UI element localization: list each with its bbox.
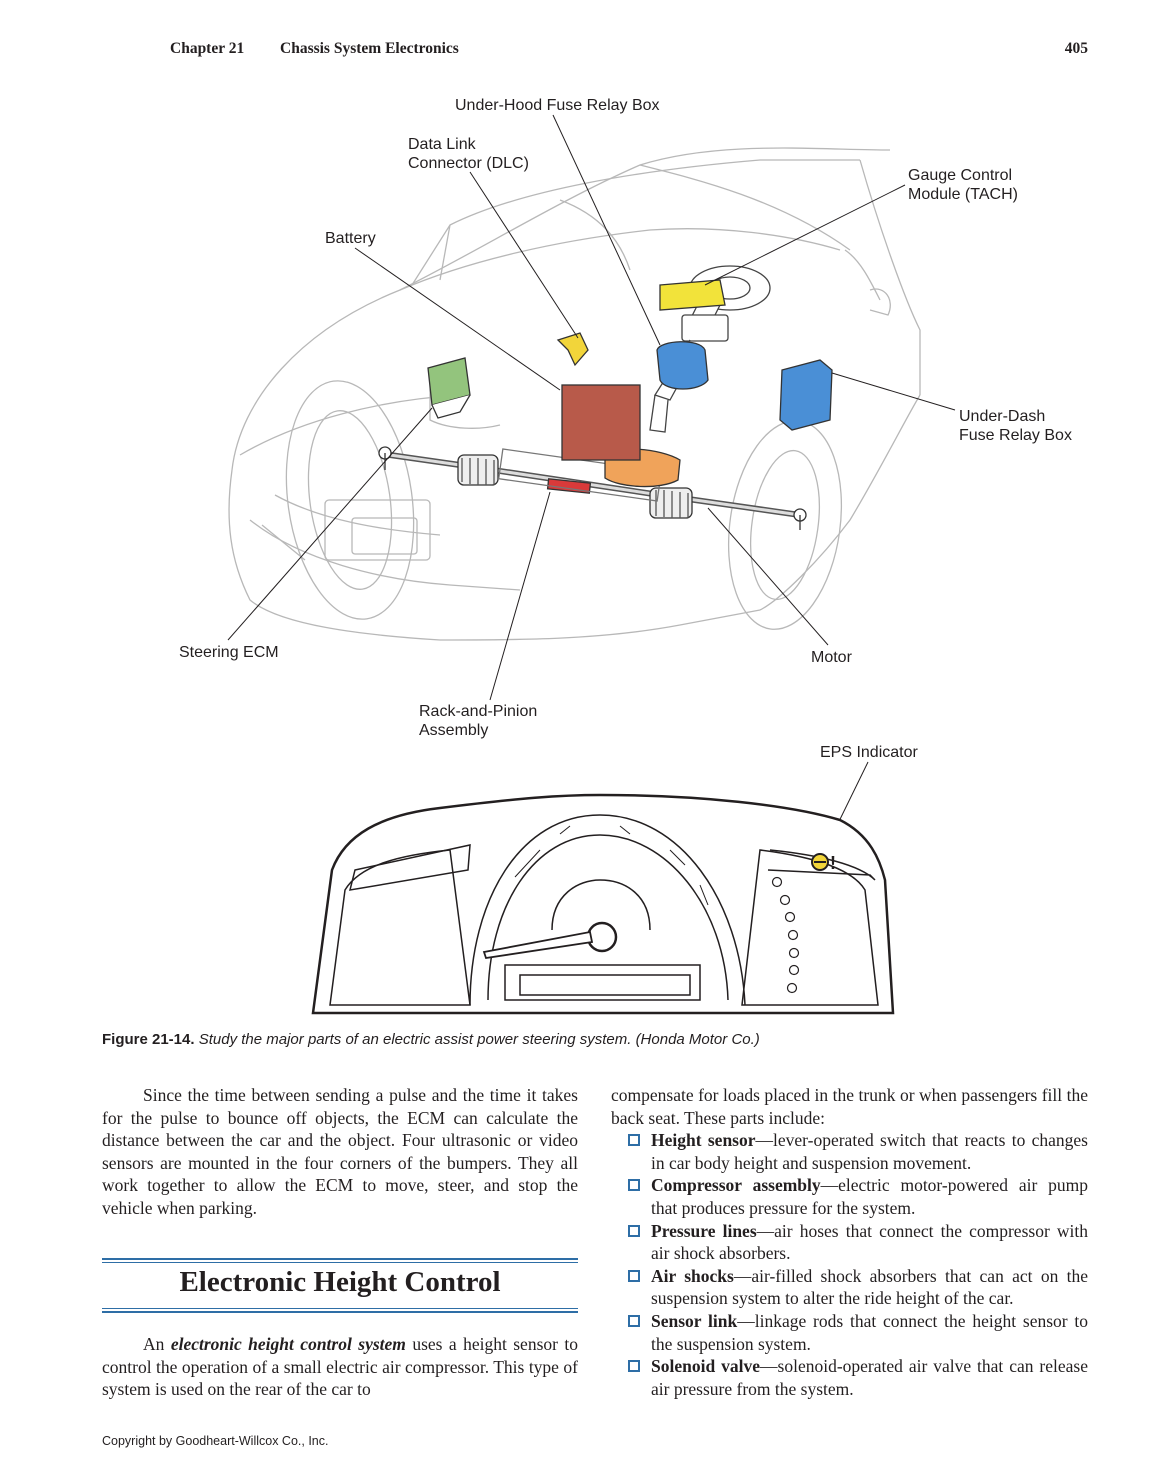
label-under-dash-line1: Under-Dash	[959, 408, 1045, 425]
under-hood-fuse-box	[656, 341, 709, 390]
eps-indicator-icon: !	[811, 853, 836, 873]
item-term: Compressor assembly	[651, 1175, 821, 1196]
label-rack-line1: Rack-and-Pinion	[419, 703, 537, 720]
left-column: Since the time between sending a pulse a…	[102, 1084, 578, 1220]
gauge-control-module	[659, 279, 726, 311]
copyright-footer: Copyright by Goodheart-Willcox Co., Inc.	[102, 1434, 329, 1448]
item-term: Air shocks	[651, 1265, 734, 1286]
warning-lamps	[771, 876, 800, 994]
eps-system-figure: Under-Hood Fuse Relay Box Data Link Conn…	[179, 97, 1072, 1015]
chapter-number: Chapter 21	[170, 40, 245, 57]
label-gauge-line1: Gauge Control	[908, 167, 1012, 184]
caption-label: Figure 21-14.	[102, 1031, 195, 1048]
leader-lines	[227, 114, 956, 851]
label-dlc-line2: Connector (DLC)	[408, 155, 529, 172]
caption-text: Study the major parts of an electric ass…	[198, 1031, 760, 1048]
checkbox-bullet-icon	[628, 1360, 640, 1373]
label-motor: Motor	[811, 649, 853, 666]
instrument-cluster	[311, 793, 895, 1015]
paragraph-height-control: An electronic height control system uses…	[102, 1333, 578, 1401]
checkbox-bullet-icon	[628, 1269, 640, 1282]
item-desc: —solenoid-operated air valve that can re…	[651, 1356, 1088, 1399]
item-desc: —lever-operated switch that reacts to ch…	[651, 1130, 1088, 1173]
paragraph-parts-intro: compensate for loads placed in the trunk…	[611, 1085, 1088, 1128]
page-number: 405	[1064, 40, 1088, 57]
item-desc: —air-filled shock absorbers that can act…	[651, 1265, 1088, 1309]
steering-ecm-module	[427, 357, 471, 419]
item-term: Sensor link	[651, 1310, 738, 1331]
list-item: Pressure lines—air hoses that connect th…	[611, 1220, 1088, 1265]
checkbox-bullet-icon	[628, 1179, 640, 1192]
label-rack-line2: Assembly	[419, 722, 488, 739]
item-desc: —air hoses that connect the compressor w…	[651, 1220, 1089, 1264]
list-item: Height sensor—lever-operated switch that…	[611, 1129, 1088, 1174]
car-outline	[228, 147, 921, 641]
section-heading: Electronic Height Control	[179, 1266, 501, 1298]
label-eps-indicator: EPS Indicator	[820, 744, 919, 761]
list-item: Air shocks—air-filled shock absorbers th…	[611, 1265, 1088, 1310]
key-term-height-control: electronic height control system	[170, 1334, 406, 1354]
label-dlc-line1: Data Link	[408, 136, 477, 153]
label-steering-ecm: Steering ECM	[179, 644, 279, 661]
chapter-title: Chassis System Electronics	[280, 40, 459, 57]
rack-and-pinion	[378, 446, 807, 530]
list-item: Compressor assembly—electric motor-power…	[611, 1174, 1088, 1219]
section-heading-block: Electronic Height Control	[102, 1258, 578, 1314]
list-item: Solenoid valve—solenoid-operated air val…	[611, 1355, 1088, 1400]
item-term: Solenoid valve	[651, 1356, 761, 1377]
dlc-connector	[556, 332, 589, 367]
running-head: Chapter 21 Chassis System Electronics 40…	[170, 40, 1088, 62]
heading-rule-bottom-thin	[102, 1308, 578, 1309]
svg-text:!: !	[830, 853, 836, 873]
list-item: Sensor link—linkage rods that connect th…	[611, 1310, 1088, 1355]
label-gauge-line2: Module (TACH)	[908, 186, 1018, 203]
item-term: Height sensor	[651, 1130, 756, 1151]
checkbox-bullet-icon	[628, 1224, 640, 1237]
paragraph-parking-sensors: Since the time between sending a pulse a…	[102, 1085, 578, 1218]
para2-rest: uses a height sensor to control the oper…	[102, 1334, 578, 1400]
checkbox-bullet-icon	[628, 1134, 640, 1147]
label-under-hood-fuse: Under-Hood Fuse Relay Box	[455, 97, 660, 114]
figure-caption: Figure 21-14. Study the major parts of a…	[102, 1031, 1082, 1048]
label-battery: Battery	[325, 230, 376, 247]
heading-rule-bottom	[102, 1311, 578, 1313]
label-under-dash-line2: Fuse Relay Box	[959, 427, 1072, 444]
heading-rule-top-thin	[102, 1262, 578, 1263]
right-column: compensate for loads placed in the trunk…	[611, 1084, 1088, 1400]
item-desc: —linkage rods that connect the height se…	[651, 1310, 1088, 1354]
heading-rule-top	[102, 1258, 578, 1260]
item-term: Pressure lines	[651, 1220, 757, 1241]
checkbox-bullet-icon	[628, 1314, 640, 1327]
parts-list: Height sensor—lever-operated switch that…	[611, 1129, 1088, 1400]
under-dash-fuse-box	[779, 359, 833, 431]
battery-box	[561, 384, 641, 461]
para2-lead: An	[143, 1334, 165, 1354]
item-desc: —electric motor-powered air pump that pr…	[651, 1175, 1088, 1218]
